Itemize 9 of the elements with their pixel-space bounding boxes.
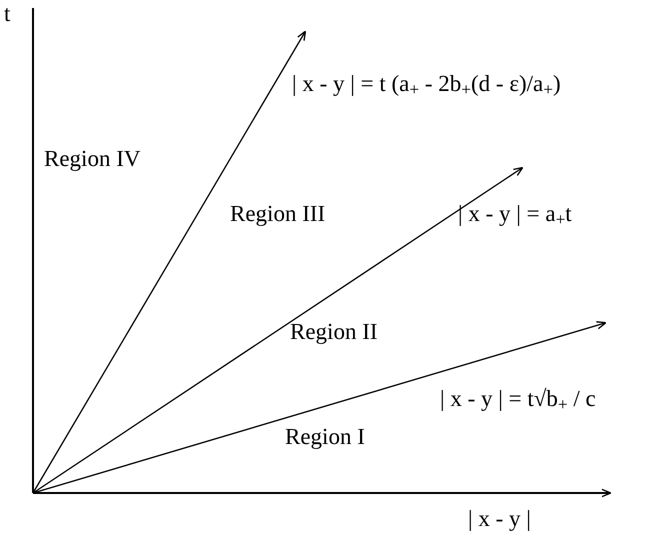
region-label: Region III [230, 200, 326, 228]
region-label: Region I [285, 423, 365, 451]
region-label: | x - y | = t√b$_{+}$ / c [440, 385, 596, 413]
region-label: Region IV [44, 145, 140, 173]
region-label: | x - y | = t (a$_{+}$ - 2b$_{+}$(d - ε)/a$_{+}$) [292, 70, 561, 98]
axis-label: t [4, 0, 10, 28]
region-label: | x - y | = a$_{+}$t [458, 200, 572, 228]
region-label: Region II [290, 318, 378, 346]
axis-label: | x - y | [468, 505, 531, 533]
